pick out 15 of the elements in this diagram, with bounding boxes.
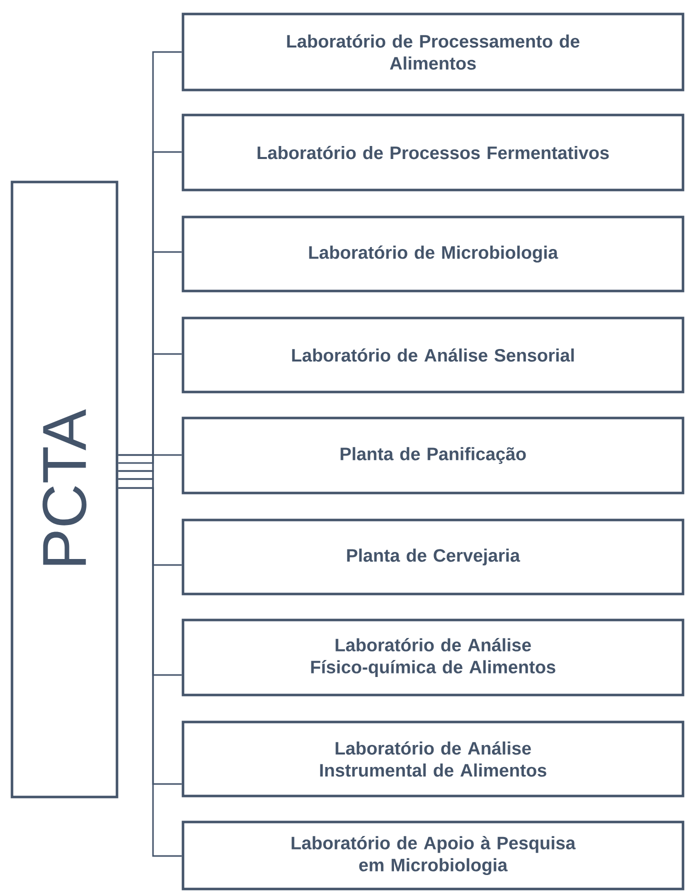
connector-line <box>118 478 182 785</box>
lab-box: Laboratório de Análise Instrumental de Alimentos <box>182 720 684 798</box>
root-box: PCTA <box>10 180 118 798</box>
connector-line <box>118 151 182 464</box>
lab-box: Laboratório de Análise Sensorial <box>182 316 684 394</box>
lab-box: Laboratório de Processos Fermentativos <box>182 114 684 192</box>
lab-box: Laboratório de Microbiologia <box>182 216 684 292</box>
lab-box: Laboratório de Apoio à Pesquisa em Microbiologia <box>182 820 684 890</box>
lab-box: Laboratório de Análise Físico-química de Alimentos <box>182 618 684 696</box>
connector-line <box>118 487 182 676</box>
connector-line <box>118 470 182 857</box>
lab-box: Planta de Panificação <box>182 416 684 494</box>
connector-line <box>118 454 182 456</box>
lab-box: Planta de Cervejaria <box>182 518 684 596</box>
lab-box: Laboratório de Processamento de Alimentos <box>182 12 684 92</box>
